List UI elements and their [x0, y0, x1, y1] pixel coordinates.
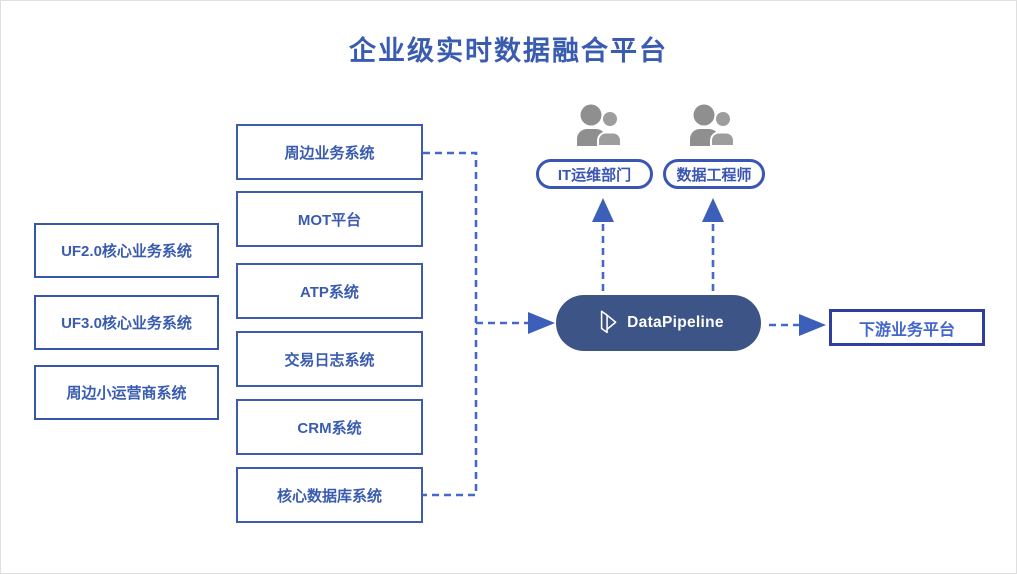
downstream-label: 下游业务平台 — [858, 321, 955, 339]
people-group-icon — [577, 104, 622, 146]
source-box-label: UF2.0核心业务系统 — [61, 243, 192, 260]
role-pill-it-ops: IT运维部门 — [536, 159, 653, 189]
input-bus-line — [423, 151, 478, 497]
monitor-arrowhead-left-icon — [592, 198, 614, 222]
role-pill-data-engineer: 数据工程师 — [663, 159, 765, 189]
people-group-icon — [690, 104, 735, 146]
role-label: IT运维部门 — [557, 166, 632, 184]
source-box-label: 周边业务系统 — [284, 144, 375, 162]
page-title: 企业级实时数据融合平台 — [349, 36, 668, 66]
source-box-small-operator: 周边小运营商系统 — [34, 365, 219, 420]
platform-pill: DataPipeline — [556, 295, 761, 351]
source-box-label: 核心数据库系统 — [276, 487, 382, 505]
source-box-core-db: 核心数据库系统 — [236, 467, 423, 523]
source-box-trade-log: 交易日志系统 — [236, 331, 423, 387]
input-arrowhead-icon — [528, 312, 555, 334]
datapipeline-logo-icon — [600, 310, 617, 334]
source-box-label: UF3.0核心业务系统 — [61, 315, 192, 332]
platform-name: DataPipeline — [627, 314, 724, 331]
source-box-atp: ATP系统 — [236, 263, 423, 319]
output-arrowhead-icon — [799, 314, 826, 336]
source-box-uf3: UF3.0核心业务系统 — [34, 295, 219, 350]
monitor-arrowhead-right-icon — [702, 198, 724, 222]
source-box-uf2: UF2.0核心业务系统 — [34, 223, 219, 278]
source-box-peripheral-business: 周边业务系统 — [236, 124, 423, 180]
role-label: 数据工程师 — [676, 166, 752, 184]
source-box-crm: CRM系统 — [236, 399, 423, 455]
downstream-box: 下游业务平台 — [829, 309, 985, 346]
source-box-label: 交易日志系统 — [284, 351, 375, 369]
source-box-label: 周边小运营商系统 — [66, 385, 187, 402]
source-box-label: CRM系统 — [297, 419, 362, 437]
source-box-mot: MOT平台 — [236, 191, 423, 247]
source-box-label: MOT平台 — [297, 211, 362, 229]
source-box-label: ATP系统 — [300, 283, 359, 301]
